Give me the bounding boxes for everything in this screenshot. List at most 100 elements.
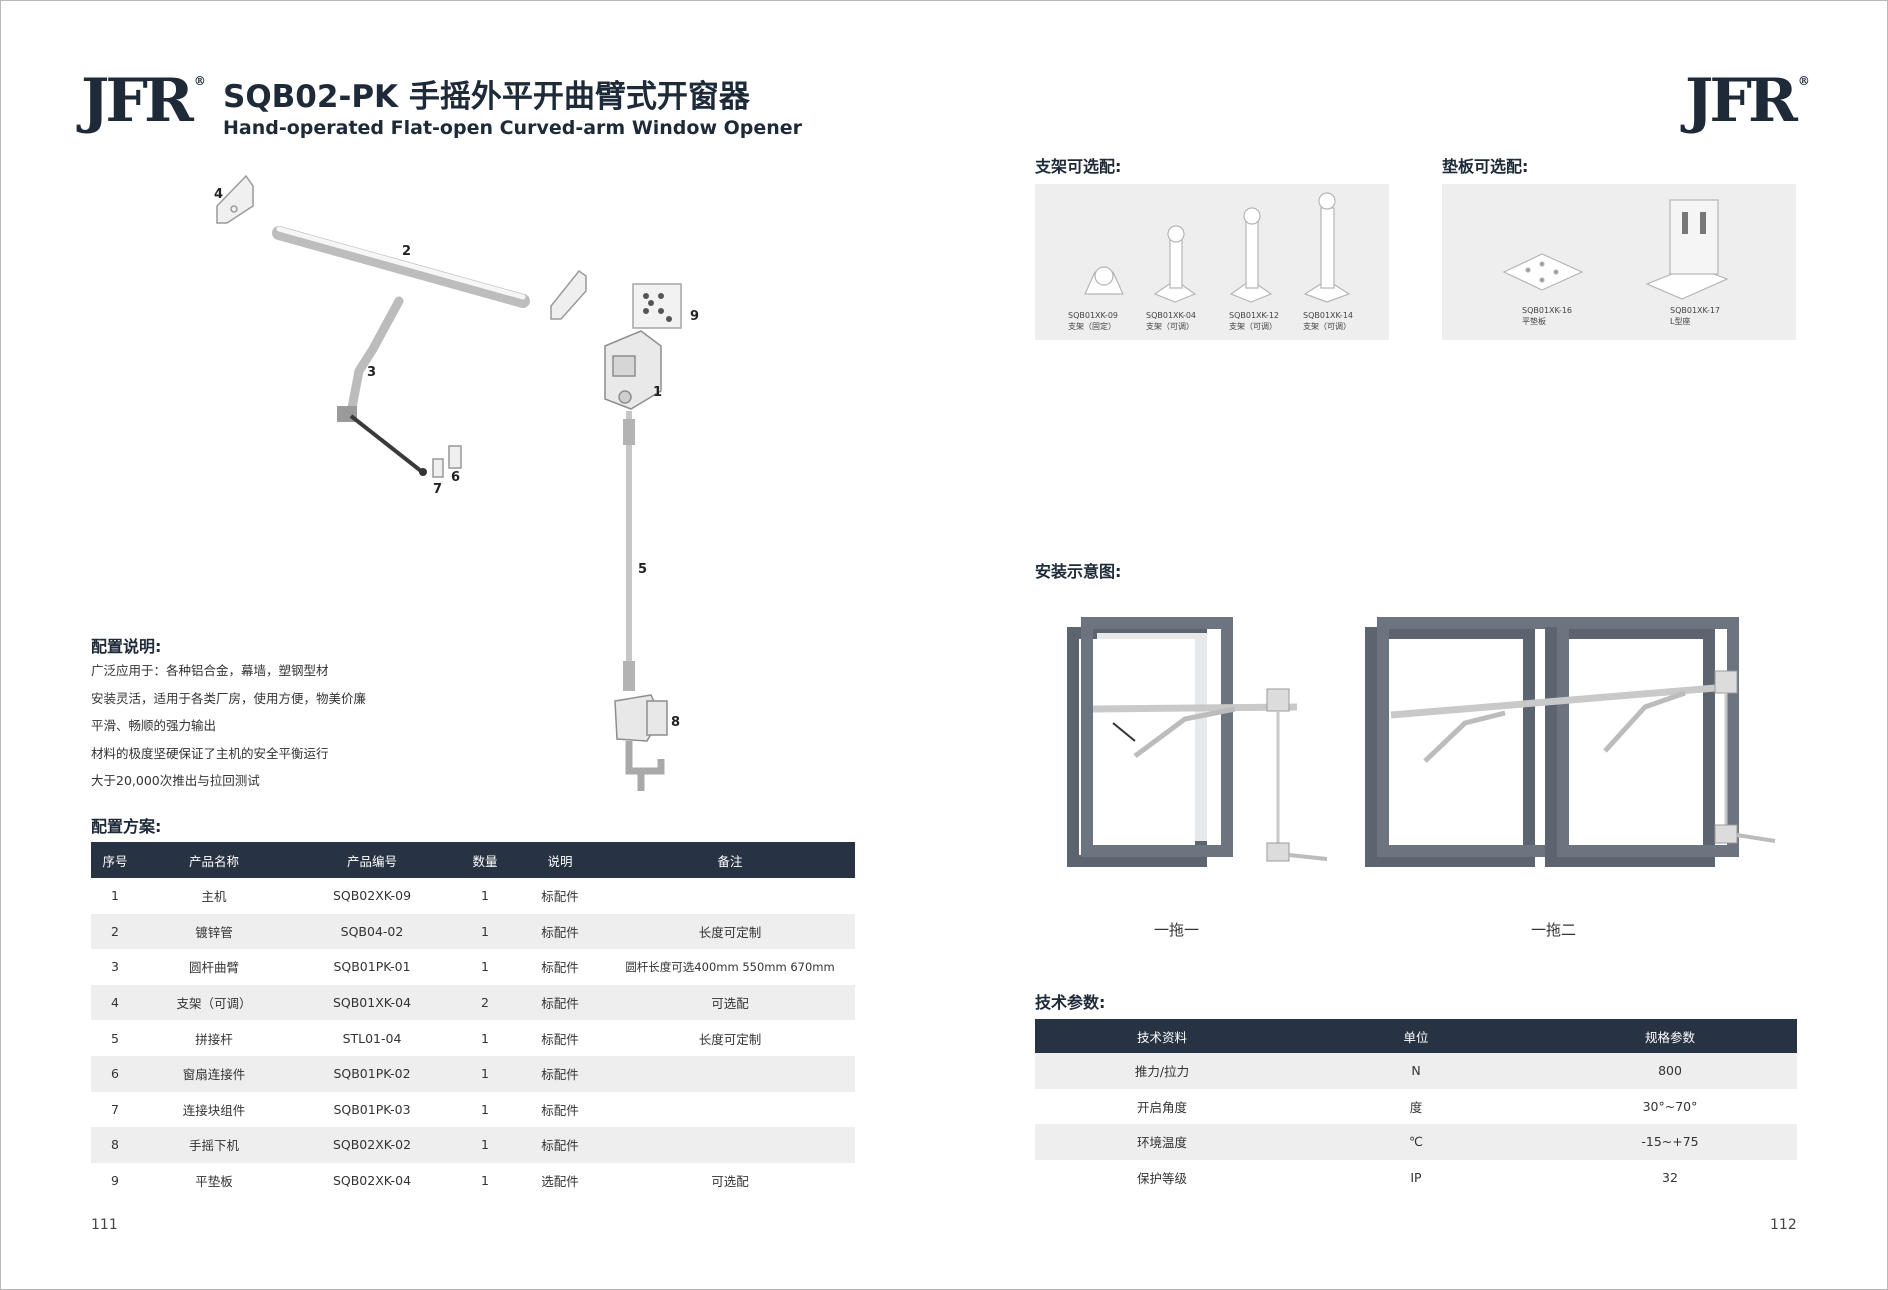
cell-remark: 长度可定制 (698, 1031, 762, 1047)
callout-8: 8 (671, 715, 681, 730)
part-1-main-unit (604, 330, 662, 410)
cell-code: SQB04-02 (289, 913, 455, 950)
cell-unit: ℃ (1289, 1124, 1543, 1160)
cell-code: SQB01PK-02 (289, 1055, 455, 1092)
cell-name: 连接块组件 (182, 1102, 246, 1118)
cell-code: SQB02XK-02 (289, 1127, 455, 1163)
tech-params-table: 技术资料 单位 规格参数 推力/拉力 N 800 开启角度 度 30°~70° … (1035, 1019, 1797, 1195)
cell-qty: 1 (481, 1030, 489, 1046)
cell-code: SQB02XK-04 (332, 1173, 412, 1189)
callout-7: 7 (433, 482, 443, 497)
cell-index: 9 (111, 1173, 119, 1189)
flat-pad-icon (1502, 253, 1584, 291)
table-row: 环境温度 ℃ -15~+75 (1035, 1124, 1797, 1160)
cell-remark: 长度可定制 (605, 913, 855, 950)
callout-2: 2 (402, 244, 412, 259)
install-caption-double: 一拖二 (1531, 921, 1577, 939)
col-header: 序号 (91, 842, 139, 878)
table-row: 8 手摇下机 SQB02XK-02 1 标配件 (91, 1127, 855, 1163)
cell-qty: 1 (481, 1173, 489, 1189)
cell-code: STL01-04 (342, 1030, 402, 1046)
cell-index: 6 (91, 1055, 139, 1092)
cell-item: 开启角度 (1136, 1099, 1187, 1115)
col-header: 备注 (605, 842, 855, 878)
cell-value: -15~+75 (1543, 1124, 1797, 1160)
table-row: 4 支架（可调） SQB01XK-04 2 标配件 可选配 (91, 984, 855, 1021)
table-header-row: 序号 产品名称 产品编号 数量 说明 备注 (91, 842, 855, 878)
callout-6: 6 (451, 470, 461, 485)
install-caption-single: 一拖一 (1154, 921, 1200, 939)
cell-value: 32 (1662, 1169, 1678, 1185)
cell-remark (605, 1055, 855, 1092)
col-header: 技术资料 (1035, 1019, 1289, 1053)
cell-unit: N (1289, 1053, 1543, 1089)
cell-note: 标配件 (515, 1055, 605, 1092)
col-header: 规格参数 (1543, 1019, 1797, 1053)
cell-code: SQB02XK-09 (332, 888, 412, 904)
cell-remark (605, 1127, 855, 1163)
table-header-row: 技术资料 单位 规格参数 (1035, 1019, 1797, 1053)
bracket-12-icon (1229, 207, 1273, 303)
cell-index: 2 (91, 913, 139, 950)
table-row: 7 连接块组件 SQB01PK-03 1 标配件 (91, 1092, 855, 1128)
config-plan-table: 序号 产品名称 产品编号 数量 说明 备注 1 主机 SQB02XK-09 1 … (91, 842, 855, 1198)
cell-index: 7 (111, 1101, 119, 1117)
config-desc-heading: 配置说明: (91, 637, 162, 656)
bracket-09-icon (1084, 266, 1124, 295)
cell-index: 1 (111, 888, 119, 904)
cell-qty: 1 (455, 1055, 515, 1092)
part-8-crank-unit (614, 694, 668, 791)
config-desc-line: 安装灵活，适用于各类厂房，使用方便，物美价廉 (91, 691, 367, 706)
page-title-en: Hand-operated Flat-open Curved-arm Windo… (223, 117, 803, 139)
cell-note: 标配件 (541, 1102, 579, 1118)
table-row: 5 拼接杆 STL01-04 1 标配件 长度可定制 (91, 1020, 855, 1056)
bracket-04-icon (1153, 225, 1197, 303)
part-2-tube (272, 226, 530, 308)
window-double (1365, 617, 1776, 867)
callout-1: 1 (653, 385, 663, 400)
part-6-7-connectors (432, 445, 462, 478)
brand-logo-right: JFR® (1685, 66, 1810, 136)
cell-remark: 圆杆长度可选400mm 550mm 670mm (625, 959, 835, 974)
cell-name: 拼接杆 (195, 1031, 233, 1047)
cell-note: 标配件 (541, 1031, 579, 1047)
callout-4: 4 (214, 187, 224, 202)
pad-options-heading: 垫板可选配: (1442, 157, 1529, 176)
cell-value: 30°~70° (1642, 1098, 1698, 1114)
cell-name: 主机 (201, 889, 227, 905)
part-4-bracket-right (550, 269, 587, 320)
cell-name: 圆杆曲臂 (188, 960, 239, 976)
cell-name: 镀锌管 (139, 913, 289, 950)
callout-5: 5 (638, 562, 648, 577)
tech-heading: 技术参数: (1035, 993, 1106, 1012)
cell-qty: 1 (481, 888, 489, 904)
cell-code: SQB01PK-03 (333, 1101, 411, 1117)
cell-code: SQB01PK-01 (333, 959, 411, 975)
callout-9: 9 (690, 309, 700, 324)
table-row: 3 圆杆曲臂 SQB01PK-01 1 标配件 圆杆长度可选400mm 550m… (91, 949, 855, 985)
pad-options-images (1502, 199, 1729, 300)
cell-remark (605, 878, 855, 914)
cell-note: 标配件 (541, 960, 579, 976)
cell-qty: 2 (455, 984, 515, 1021)
cell-item: 保护等级 (1136, 1170, 1187, 1186)
cell-remark (605, 1092, 855, 1128)
table-row: 2 镀锌管 SQB04-02 1 标配件 长度可定制 (91, 913, 855, 950)
col-header: 产品编号 (289, 842, 455, 878)
cell-note: 标配件 (515, 913, 605, 950)
config-desc-line: 大于20,000次推出与拉回测试 (91, 773, 260, 788)
cell-name: 支架（可调） (139, 984, 289, 1021)
table-row: 推力/拉力 N 800 (1035, 1053, 1797, 1089)
config-desc-line: 平滑、畅顺的强力输出 (91, 718, 217, 733)
cell-note: 标配件 (515, 984, 605, 1021)
table-row: 1 主机 SQB02XK-09 1 标配件 (91, 878, 855, 914)
page-number-right: 112 (1770, 1217, 1797, 1233)
cell-index: 8 (91, 1127, 139, 1163)
install-heading: 安装示意图: (1035, 562, 1122, 581)
cell-qty: 1 (455, 1127, 515, 1163)
